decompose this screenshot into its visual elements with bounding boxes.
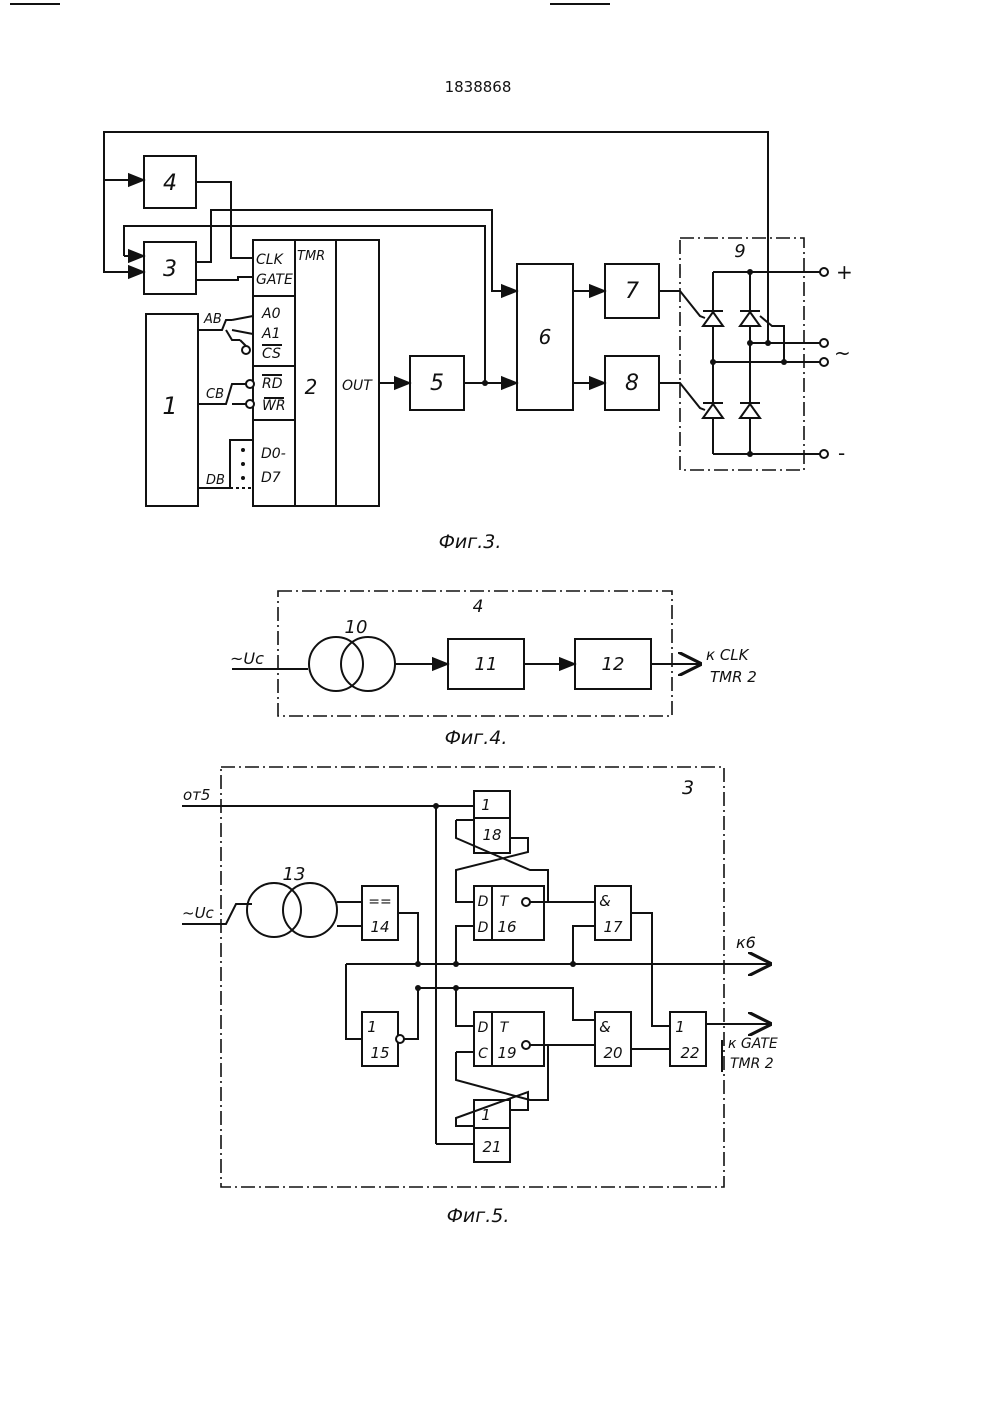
terminal-minus: [820, 450, 828, 458]
fig3-pin-rd: RD: [262, 376, 283, 392]
fig3-bus-db: DB: [206, 473, 225, 488]
fig3-bus-cb: CB: [206, 387, 224, 402]
fig5-transformer-13-b: [283, 883, 337, 937]
fig3-pin-out: OUT: [342, 378, 373, 394]
fig5-block-19-d: D: [478, 1020, 489, 1036]
fig4-caption: Фиг.4.: [445, 727, 508, 749]
figure-3: 4 3 1 CLK GATE TMR A0 A1 CS RD WR D0- D7…: [104, 132, 853, 553]
fig4-block-11-label: 11: [475, 654, 498, 675]
fig5-output-k6: к6: [736, 933, 756, 952]
fig3-term-minus: -: [838, 441, 845, 465]
fig5-block-16-d: D: [478, 894, 489, 910]
fig5-input-from5: от5: [183, 786, 210, 804]
fig5-output-gate-1: к GATE: [728, 1036, 778, 1052]
diode-top-left: [703, 311, 723, 326]
fig3-pin-d7: D7: [261, 470, 281, 486]
diode-bottom-right: [740, 403, 760, 418]
fig3-pin-d0: D0-: [261, 446, 286, 462]
fig5-input-uc: ~Uc: [182, 904, 215, 922]
fig4-transformer-10-b: [341, 637, 395, 691]
diode-top-right: [740, 311, 760, 326]
fig3-term-plus: +: [836, 260, 853, 284]
fig5-caption: Фиг.5.: [447, 1205, 510, 1227]
patent-number: 1838868: [445, 78, 512, 96]
fig5-block-13: 13: [283, 864, 306, 885]
fig3-block-8-label: 8: [625, 371, 639, 396]
fig3-block-3-label: 3: [163, 257, 177, 282]
fig3-pin-clk: CLK: [256, 252, 285, 268]
fig3-pin-gate: GATE: [256, 272, 293, 288]
fig4-block-12-label: 12: [602, 654, 625, 675]
fig5-block-16-label: 16: [497, 918, 516, 936]
fig3-term-ac: ~: [834, 341, 851, 365]
fig5-block-18-label: 18: [482, 826, 501, 844]
fig5-frame: [221, 767, 724, 1187]
fig3-pin-tmr: TMR: [297, 249, 325, 264]
fig3-caption: Фиг.3.: [439, 531, 502, 553]
fig5-block-20-label: 20: [603, 1044, 622, 1062]
terminal-ac-1: [820, 339, 828, 347]
fig3-pin-a0: A0: [261, 306, 281, 322]
fig3-block-7-label: 7: [625, 279, 639, 304]
fig5-block-18-sym: 1: [481, 796, 491, 814]
fig3-block-4-label: 4: [163, 171, 177, 196]
fig5-block-15-label: 15: [370, 1044, 389, 1062]
fig5-transformer-13-a: [247, 883, 301, 937]
fig3-block-5-label: 5: [430, 371, 444, 396]
fig5-block-14-label: 14: [370, 918, 389, 936]
terminal-ac-2: [820, 358, 828, 366]
fig3-pin-cs: CS: [262, 346, 281, 362]
fig5-block-19-t: T: [500, 1020, 510, 1036]
fig5-block-19-label: 19: [497, 1044, 516, 1062]
fig3-block-2-label: 2: [305, 375, 318, 399]
fig4-output-2: TMR 2: [710, 668, 757, 686]
fig5-block-16-c: D: [478, 920, 489, 936]
fig5-block-16-t: T: [500, 894, 510, 910]
fig5-block-20-sym: &: [599, 1018, 611, 1036]
fig5-block-15-sym: 1: [367, 1018, 377, 1036]
fig3-pin-wr: WR: [262, 398, 286, 414]
fig5-block-21-label: 21: [482, 1138, 501, 1156]
fig4-input: ~Uc: [230, 649, 264, 668]
fig4-transformer-10-a: [309, 637, 363, 691]
fig3-block-1-label: 1: [162, 392, 177, 420]
fig3-pin-a1: A1: [261, 326, 280, 342]
fig5-block-14-sym: ==: [368, 894, 391, 910]
fig3-block-6-label: 6: [539, 325, 552, 349]
fig4-output-1: к CLK: [706, 646, 750, 664]
fig5-frame-label: 3: [682, 777, 694, 799]
fig5-block-17-sym: &: [599, 892, 611, 910]
fig3-block-9-label: 9: [734, 241, 745, 262]
fig5-output-gate-2: TMR 2: [730, 1056, 774, 1072]
fig5-block-22-label: 22: [680, 1044, 699, 1062]
fig4-frame-label: 4: [473, 597, 484, 617]
diode-bottom-left: [703, 403, 723, 418]
figure-5: 3 от5 ~Uc 13 == 14 1 18 D D T 16: [182, 767, 778, 1227]
terminal-plus: [820, 268, 828, 276]
figure-4: 4 ~Uc 10 11 12 к CLK TMR 2 Фиг.4.: [230, 591, 757, 749]
fig4-block-10: 10: [345, 617, 368, 638]
fig5-block-22-sym: 1: [675, 1018, 685, 1036]
fig5-block-19-c: C: [478, 1046, 488, 1062]
fig5-block-17-label: 17: [603, 918, 623, 936]
fig3-bus-ab: AB: [203, 312, 222, 327]
